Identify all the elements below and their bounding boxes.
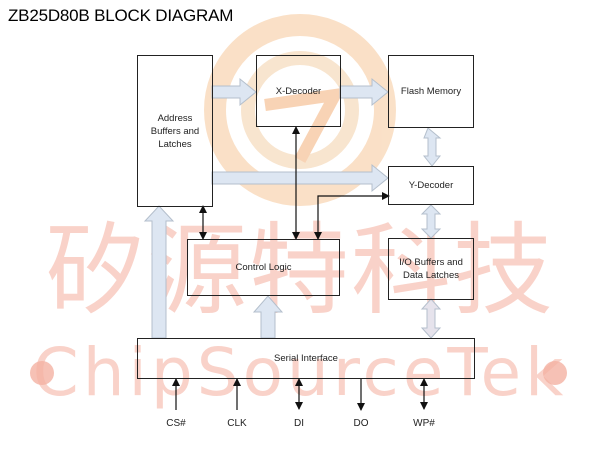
pin-label-wp: WP#: [413, 418, 435, 429]
address-label-line-1: Address: [157, 112, 193, 124]
serial-interface-block: Serial Interface: [137, 338, 475, 379]
bus-io-serial: [420, 298, 442, 339]
bus-serial-to-control: [252, 295, 284, 339]
y-decoder-label: Y-Decoder: [408, 180, 454, 191]
io-label-line-1: I/O Buffers and: [399, 257, 463, 268]
address-label-line-3: Latches: [158, 138, 192, 150]
flash-memory-block: Flash Memory: [388, 55, 474, 128]
bus-ydecoder-io: [420, 204, 442, 239]
bus-address-to-xdecoder: [211, 77, 257, 107]
flash-memory-label: Flash Memory: [400, 86, 462, 97]
diagram-title: ZB25D80B BLOCK DIAGRAM: [8, 6, 234, 25]
control-logic-block: Control Logic: [187, 239, 340, 296]
y-decoder-block: Y-Decoder: [388, 166, 474, 205]
bus-xdecoder-to-flash: [339, 77, 389, 107]
pin-label-di: DI: [294, 418, 304, 429]
x-decoder-block: X-Decoder: [256, 55, 341, 127]
line-ydecoder-control: [314, 192, 390, 240]
x-decoder-label: X-Decoder: [275, 85, 322, 97]
address-label-line-2: Buffers and: [150, 125, 200, 137]
io-buffers-block: I/O Buffers and Data Latches: [388, 238, 474, 300]
io-label-line-2: Data Latches: [403, 270, 459, 281]
pin-label-cs: CS#: [166, 418, 186, 429]
pin-label-clk: CLK: [227, 418, 247, 429]
address-buffers-block: Address Buffers and Latches: [137, 55, 213, 207]
bus-flash-ydecoder: [422, 127, 442, 167]
bus-serial-to-address: [143, 205, 175, 339]
serial-interface-label: Serial Interface: [274, 353, 338, 364]
control-logic-label: Control Logic: [235, 262, 292, 273]
bus-address-to-ydecoder: [211, 163, 389, 193]
pin-label-do: DO: [353, 418, 369, 429]
